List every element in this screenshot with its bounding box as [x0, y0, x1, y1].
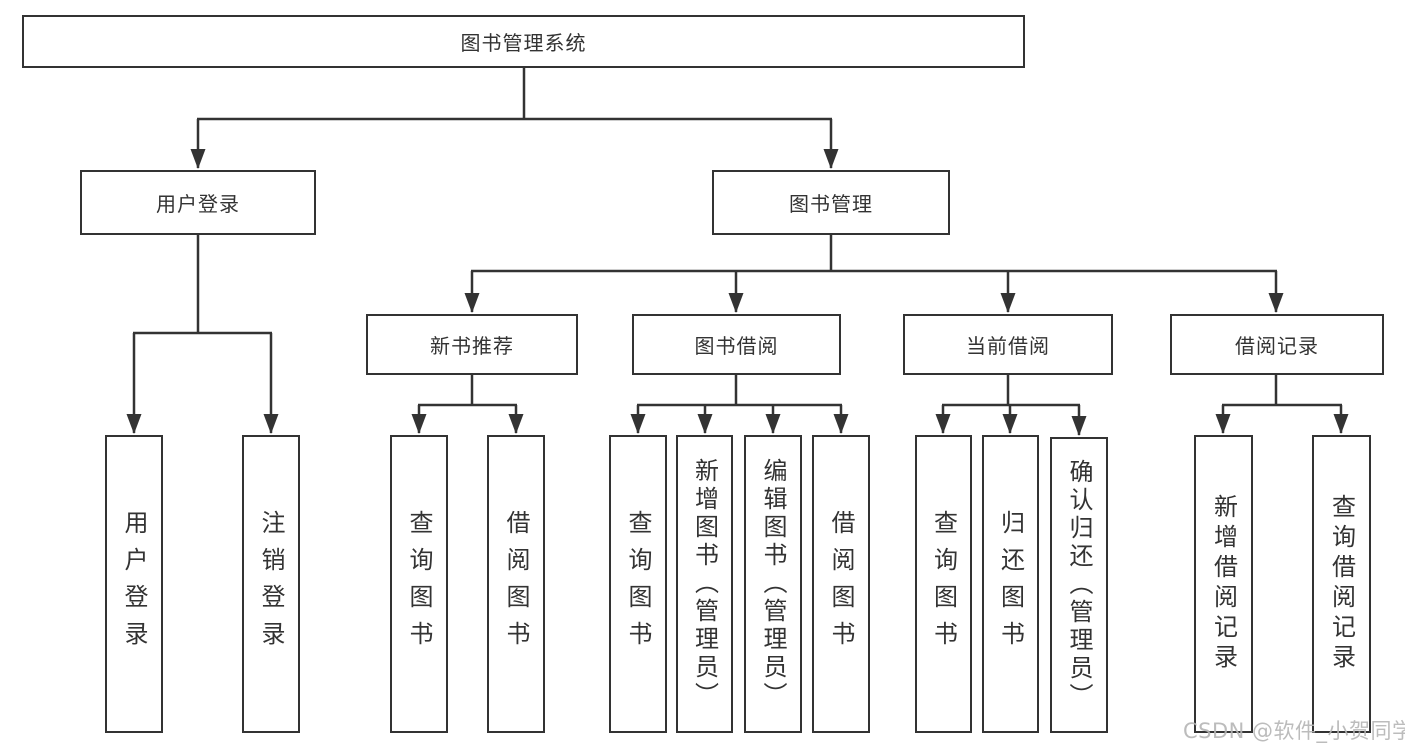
leaf-logout: 注销登录 [242, 435, 300, 733]
node-library-management-system: 图书管理系统 [22, 15, 1025, 68]
node-borrowing-records: 借阅记录 [1170, 314, 1384, 375]
node-book-borrowing: 图书借阅 [632, 314, 841, 375]
leaf-query-borrow-record: 查询借阅记录 [1312, 435, 1371, 733]
node-current-borrowing: 当前借阅 [903, 314, 1113, 375]
connector-root-to-level2 [190, 66, 839, 169]
connector-book-management-branch [464, 233, 1284, 313]
connector-current-borrow-branch [935, 373, 1087, 436]
connector-new-book-branch [411, 373, 524, 434]
node-new-book-recommend: 新书推荐 [366, 314, 578, 375]
watermark-csdn: CSDN @软件_小贺同学 [1183, 719, 1405, 743]
connector-borrow-records-branch [1215, 373, 1349, 434]
node-book-management: 图书管理 [712, 170, 950, 235]
leaf-borrow-books-newbook: 借阅图书 [487, 435, 545, 733]
node-user-login: 用户登录 [80, 170, 316, 235]
leaf-borrow-books: 借阅图书 [812, 435, 870, 733]
leaf-return-books: 归还图书 [982, 435, 1039, 733]
leaf-confirm-return-admin: 确认归还（管理员） [1050, 437, 1108, 733]
connector-user-login-branch [126, 233, 279, 434]
leaf-query-books-current: 查询图书 [915, 435, 972, 733]
leaf-user-login: 用户登录 [105, 435, 163, 733]
leaf-query-books-newbook: 查询图书 [390, 435, 448, 733]
leaf-add-borrow-record: 新增借阅记录 [1194, 435, 1253, 733]
leaf-add-book-admin: 新增图书（管理员） [676, 435, 733, 733]
connector-book-borrow-branch [630, 373, 849, 434]
leaf-query-books-borrow: 查询图书 [609, 435, 667, 733]
leaf-edit-book-admin: 编辑图书（管理员） [744, 435, 802, 733]
